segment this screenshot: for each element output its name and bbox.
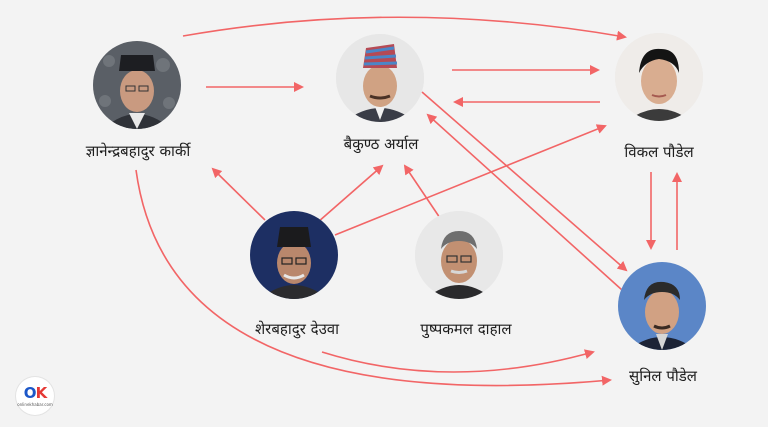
bikal-photo xyxy=(615,33,703,121)
arrow-sher-to-gyanendra xyxy=(211,167,266,221)
logo-caption: onlinekhabar.com xyxy=(17,402,53,407)
arrow-gyanendra-to-bikal xyxy=(182,16,627,41)
onlinekhabar-logo: OK onlinekhabar.com xyxy=(16,377,54,415)
arrow-sher-to-bikal xyxy=(334,124,607,236)
sher-name: शेरबहादुर देउवा xyxy=(254,320,340,338)
arrow-baikuntha-to-sunil xyxy=(421,91,628,272)
gyanendra-photo xyxy=(93,41,181,129)
arrow-pushpa-to-baikuntha xyxy=(403,164,441,219)
baikuntha-photo xyxy=(336,34,424,122)
logo-mark: OK xyxy=(23,384,47,402)
baikuntha-name: बैकुण्ठ अर्याल xyxy=(343,135,419,153)
pushpa-name: पुष्पकमल दाहाल xyxy=(420,320,512,338)
arrow-gyanendra-to-sunil xyxy=(135,169,612,387)
sunil-photo xyxy=(618,262,706,350)
pushpa-photo xyxy=(415,211,503,299)
sunil-name: सुनिल पौडेल xyxy=(629,367,697,385)
connection-arrows xyxy=(135,16,682,387)
arrow-sher-to-sunil xyxy=(321,349,595,373)
arrow-sunil-to-baikuntha xyxy=(426,113,623,291)
bikal-name: विकल पौडेल xyxy=(624,143,694,161)
arrow-sher-to-baikuntha xyxy=(317,164,384,223)
sher-photo xyxy=(250,211,338,299)
gyanendra-name: ज्ञानेन्द्रबहादुर कार्की xyxy=(85,142,191,160)
